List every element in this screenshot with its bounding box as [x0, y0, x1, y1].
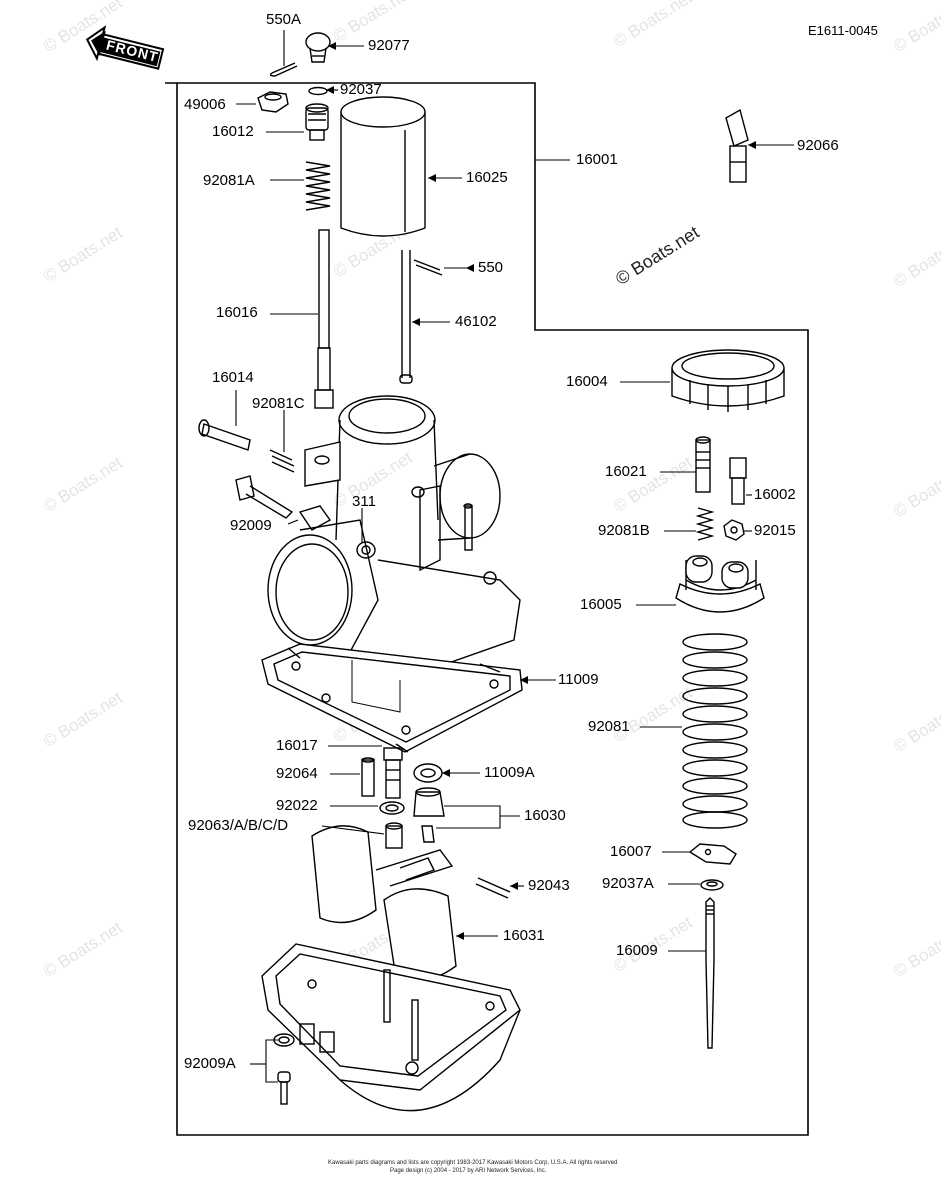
part-92037A-clip: [700, 879, 724, 891]
label-92063: 92063/A/B/C/D: [188, 817, 289, 834]
label-92081: 92081: [588, 718, 630, 735]
label-92022: 92022: [276, 797, 318, 814]
part-92081B-spring: [695, 507, 715, 541]
label-46102: 46102: [455, 313, 497, 330]
part-16005-top: [675, 555, 765, 613]
part-550A-pin: [269, 62, 298, 77]
label-92066: 92066: [797, 137, 839, 154]
front-arrow: FRONT: [81, 21, 170, 78]
part-49006-nut: [257, 91, 289, 113]
part-92081A-spring: [305, 161, 331, 211]
body-lower-block: [351, 660, 401, 713]
label-92009A: 92009A: [184, 1055, 236, 1072]
part-92015-nut: [723, 519, 745, 541]
part-16021-screw: [695, 436, 711, 493]
label-92037: 92037: [340, 81, 382, 98]
label-16017: 16017: [276, 737, 318, 754]
label-16004: 16004: [566, 373, 608, 390]
part-16030-seat: [413, 787, 445, 843]
label-92009: 92009: [230, 517, 272, 534]
label-92064: 92064: [276, 765, 318, 782]
float-bowl: [261, 943, 521, 1112]
part-92066-screw: [725, 108, 749, 183]
part-92043-pin: [475, 877, 511, 899]
label-92081B: 92081B: [598, 522, 650, 539]
label-16031: 16031: [503, 927, 545, 944]
label-16021: 16021: [605, 463, 647, 480]
label-92081C: 92081C: [252, 395, 305, 412]
part-16004-cap-ring: [671, 349, 785, 412]
label-92077: 92077: [368, 37, 410, 54]
part-11009A-washer: [413, 763, 443, 783]
label-311: 311: [352, 493, 376, 510]
label-16030: 16030: [524, 807, 566, 824]
label-16005: 16005: [580, 596, 622, 613]
label-11009A: 11009A: [484, 764, 535, 781]
part-16014-screw: [198, 419, 251, 451]
part-92081-spring: [682, 633, 748, 829]
carburetor-body: [267, 395, 521, 681]
part-16009-needle: [705, 897, 715, 1049]
part-92009A-screw: [273, 1033, 295, 1105]
part-92009-bolt: [235, 475, 294, 519]
front-arrow-icon: [85, 25, 165, 70]
part-92063-jet: [385, 822, 403, 849]
part-92037-ring: [308, 86, 328, 96]
part-92064-jet: [361, 757, 375, 797]
leader-lines: [235, 30, 794, 1083]
label-16014: 16014: [212, 369, 254, 386]
assembly-boundary: [165, 82, 809, 1136]
part-16017-jet: [383, 747, 403, 799]
label-92015: 92015: [754, 522, 796, 539]
label-92081A: 92081A: [203, 172, 255, 189]
part-46102-rod: [399, 250, 413, 384]
label-16025: 16025: [466, 169, 508, 186]
leader-arrows: [326, 42, 756, 940]
part-11009-gasket: [261, 643, 523, 753]
part-16025-valve: [340, 96, 426, 237]
footer-design: Page design (c) 2004 - 2017 by ARI Netwo…: [390, 1168, 547, 1174]
label-49006: 49006: [184, 96, 226, 113]
part-16002-screw: [729, 457, 747, 505]
part-92022-oring: [379, 801, 405, 815]
diagram-code: E1611-0045: [808, 23, 878, 38]
label-16012: 16012: [212, 123, 254, 140]
part-550-clip: [413, 259, 443, 276]
label-550: 550: [478, 259, 504, 276]
part-92077-cap: [305, 32, 331, 63]
part-16012-adjuster: [305, 103, 329, 141]
footer-copyright: Kawasaki parts diagrams and lists are co…: [328, 1160, 618, 1166]
label-16001: 16001: [576, 151, 618, 168]
label-11009: 11009: [558, 671, 599, 688]
label-550A: 550A: [266, 11, 302, 28]
label-92043: 92043: [528, 877, 570, 894]
label-16007: 16007: [610, 843, 652, 860]
part-16016-needle: [314, 229, 334, 409]
label-92037A: 92037A: [602, 875, 654, 892]
part-92081C-spring: [269, 449, 295, 473]
label-16002: 16002: [754, 486, 796, 503]
part-16007-plate: [688, 843, 737, 865]
label-16016: 16016: [216, 304, 258, 321]
label-16009: 16009: [616, 942, 658, 959]
